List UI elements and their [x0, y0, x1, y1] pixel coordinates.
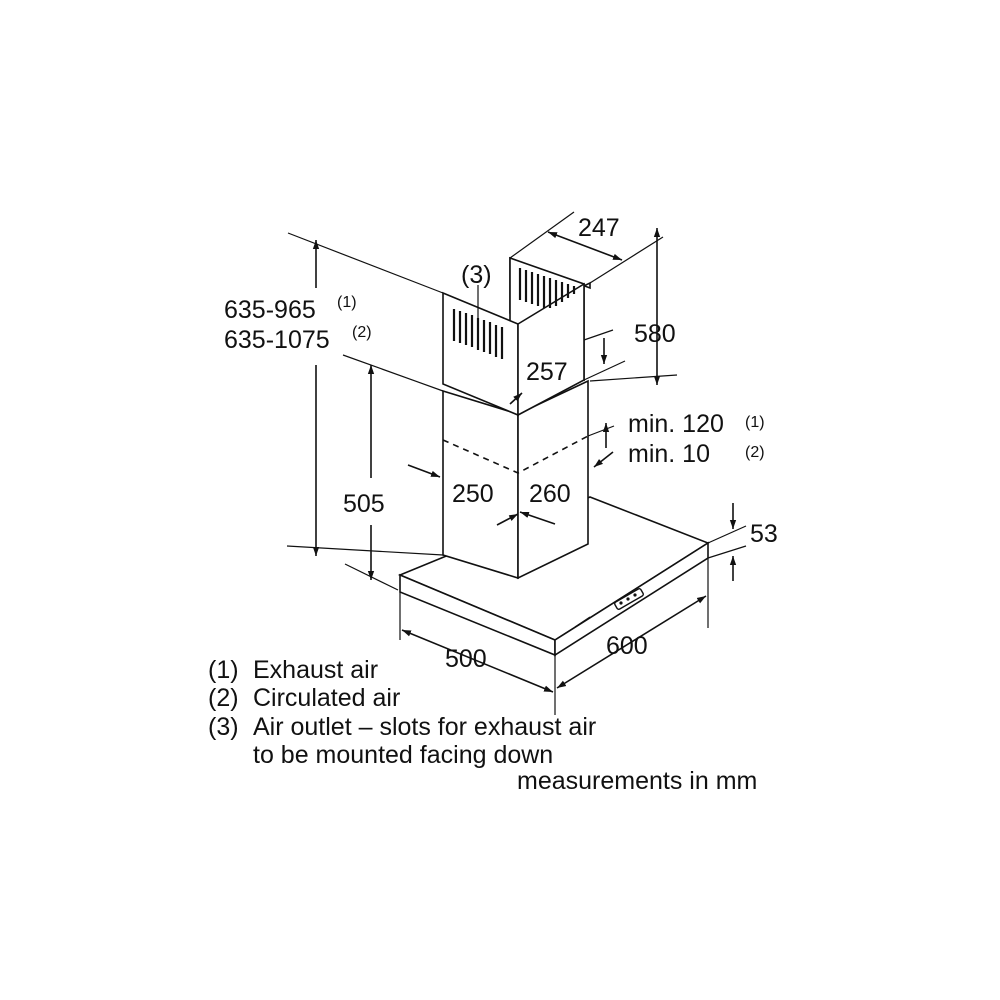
lower-chimney-side [517, 379, 589, 580]
legend-item1-marker: (1) [208, 656, 239, 684]
upper-chimney [442, 256, 591, 417]
min-circulated-marker: (2) [745, 444, 765, 461]
legend-item2-marker: (2) [208, 684, 239, 712]
legend-item3-marker: (3) [208, 713, 239, 741]
height-range-circulated-label: 635-1075 [224, 326, 330, 354]
height-range-exhaust-label: 635-965 [224, 296, 316, 324]
upper-chimney-height-label: 580 [634, 320, 676, 348]
lower-chimney [442, 379, 589, 580]
chimney-depth-top-label: 247 [578, 214, 620, 242]
dimension-lines [286, 211, 747, 715]
legend-item3-text-line2: to be mounted facing down [253, 741, 553, 769]
legend-item2-text: Circulated air [253, 684, 400, 712]
exhaust-slots-back [518, 268, 576, 308]
air-outlet-marker: (3) [461, 261, 492, 289]
lower-chimney-depth-label: 260 [529, 480, 571, 508]
canopy-depth-label: 500 [445, 645, 487, 673]
lower-height-label: 505 [343, 490, 385, 518]
legend-item1-text: Exhaust air [253, 656, 378, 684]
min-exhaust-label: min. 120 [628, 410, 724, 438]
height-range-exhaust-marker: (1) [337, 294, 357, 311]
upper-chimney-width-label: 257 [526, 358, 568, 386]
chimney-overlap-line [442, 435, 589, 474]
units-note: measurements in mm [517, 767, 757, 795]
height-range-circulated-marker: (2) [352, 324, 372, 341]
legend: (1) Exhaust air (2) Circulated air (3) A… [208, 656, 757, 795]
lower-chimney-width-label: 250 [452, 480, 494, 508]
min-exhaust-marker: (1) [745, 414, 765, 431]
canopy-thickness-label: 53 [750, 520, 778, 548]
canopy-width-label: 600 [606, 632, 648, 660]
min-circulated-label: min. 10 [628, 440, 710, 468]
legend-item3-text: Air outlet – slots for exhaust air [253, 713, 596, 741]
